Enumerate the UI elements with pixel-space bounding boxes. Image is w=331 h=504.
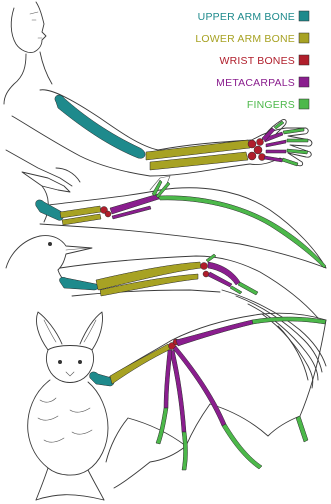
bat-body-outline — [28, 380, 108, 475]
legend-label-wrist: WRIST BONES — [219, 55, 295, 67]
pterosaur-finger-bones — [152, 180, 326, 268]
bat-left-ear-inner — [44, 320, 56, 342]
legend-label-metacarpals: METACARPALS — [216, 77, 295, 89]
bat-right-ear — [80, 312, 103, 350]
bat-right-eye — [78, 360, 82, 364]
bat-metacarpal-bones — [164, 320, 253, 432]
bat-tail-membrane — [36, 495, 104, 500]
pterosaur-beak — [22, 172, 70, 192]
legend-item-upper-arm: UPPER ARM BONE — [198, 11, 309, 23]
bird-figure — [6, 236, 326, 388]
human-wrist-bones — [248, 139, 266, 161]
bat-nose — [66, 372, 74, 376]
bird-head-outline — [6, 236, 92, 270]
legend: UPPER ARM BONE LOWER ARM BONE WRIST BONE… — [195, 11, 309, 111]
legend-swatch-metacarpals — [299, 77, 309, 87]
bat-wing-trailing-edge — [106, 320, 326, 462]
human-neck-back — [4, 54, 26, 104]
legend-label-lower-arm: LOWER ARM BONE — [195, 33, 295, 45]
bird-feather-5 — [278, 326, 308, 380]
bat-right-ear-inner — [84, 320, 96, 342]
legend-item-lower-arm: LOWER ARM BONE — [195, 33, 309, 45]
pterosaur-crest — [6, 150, 72, 186]
bird-feather-2 — [236, 296, 322, 372]
bat-fur-texture — [38, 398, 92, 442]
human-neck-front — [40, 52, 52, 84]
bat-wing-lower-edge — [114, 446, 186, 488]
bat-left-ear — [36, 312, 62, 350]
legend-label-upper-arm: UPPER ARM BONE — [198, 11, 295, 23]
bat-head-outline — [46, 346, 93, 383]
legend-item-wrist: WRIST BONES — [219, 55, 309, 67]
legend-label-fingers: FINGERS — [247, 99, 295, 111]
human-eyebrow — [30, 12, 38, 14]
bird-wrist-bones — [201, 263, 210, 278]
human-face-outline — [11, 2, 46, 53]
legend-swatch-upper-arm — [299, 11, 309, 21]
legend-swatch-fingers — [299, 99, 309, 109]
pterosaur-head-top — [56, 168, 80, 182]
bat-forearm-bone — [110, 344, 171, 384]
bird-wing-bottom-outline — [72, 290, 220, 296]
legend-swatch-wrist — [299, 55, 309, 65]
pterosaur-upper-arm-bone — [36, 200, 64, 220]
legend-item-fingers: FINGERS — [247, 99, 309, 111]
pterosaur-wrist-bones — [101, 207, 112, 218]
bird-eye — [48, 242, 52, 246]
human-figure — [4, 2, 312, 176]
bat-left-eye — [58, 360, 62, 364]
bat-figure — [28, 312, 326, 500]
human-upper-arm-bone — [55, 95, 145, 158]
bird-upper-arm-bone — [59, 277, 98, 290]
legend-item-metacarpals: METACARPALS — [216, 77, 309, 89]
legend-swatch-lower-arm — [299, 33, 309, 43]
